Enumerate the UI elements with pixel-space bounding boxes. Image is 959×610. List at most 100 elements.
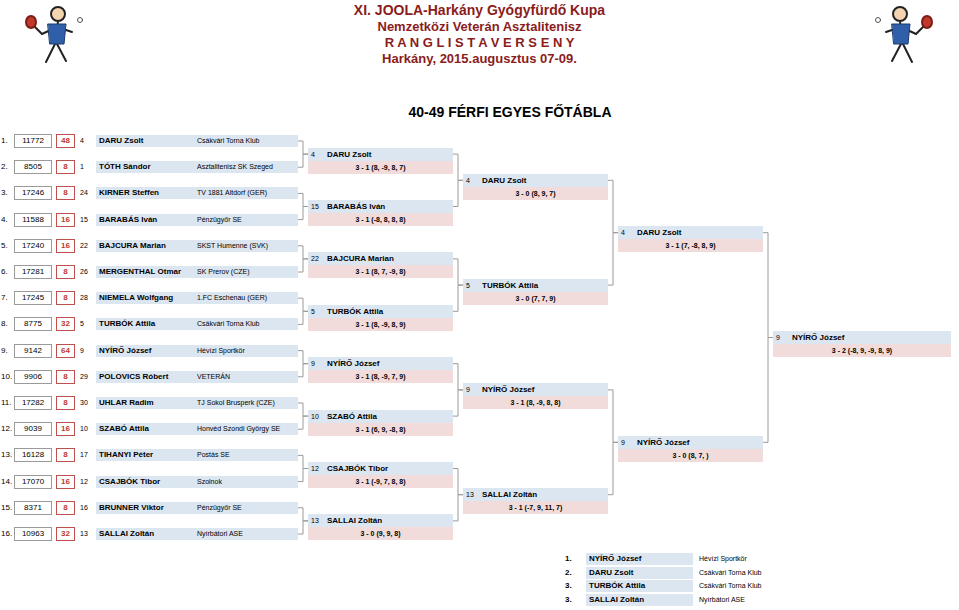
club-name: SK Prerov (CZE) [194, 266, 298, 278]
winner-name: BARABÁS Iván [327, 200, 453, 213]
winner-name: SALLAI Zoltán [327, 514, 453, 527]
club-name: Pénzügyőr SE [194, 214, 298, 226]
rating-cell: 16128 [14, 448, 52, 462]
rating-cell: 17281 [14, 265, 52, 279]
bracket-connector [298, 403, 308, 416]
score-line: 3 - 1 (-7, 9, 11, 7) [463, 501, 608, 514]
player-name: UHLAR Radim [96, 397, 194, 409]
score-line: 3 - 1 (8, -9, 8, 7) [308, 161, 453, 174]
rating-cell: 10963 [14, 527, 52, 541]
club-name: 1.FC Eschenau (GER) [194, 292, 298, 304]
match-score: 3 - 1 (8, 7, -9, 8) [308, 265, 453, 278]
player-row: 16BRUNNER ViktorPénzügyőr SE [80, 502, 298, 514]
position-number: 8. [1, 318, 14, 330]
header-line: Nemzetközi Veterán Asztalitenisz [0, 19, 959, 34]
category-heading: 40-49 FÉRFI EGYES FŐTÁBLA [360, 104, 660, 120]
draw-number: 5 [80, 318, 96, 330]
bracket-connector [298, 298, 308, 311]
rating-cell: 9906 [14, 370, 52, 384]
result-club: Csákvári Torna Klub [696, 580, 799, 592]
winner-name: NYÍRŐ József [327, 357, 453, 370]
club-name: Csákvári Torna Klub [194, 135, 298, 147]
result-name: DARU Zsolt [586, 567, 693, 579]
player-row: 24KIRNER SteffenTV 1881 Altdorf (GER) [80, 187, 298, 199]
result-club: Csákvári Torna Klub [696, 567, 799, 579]
winner-name: NYÍRŐ József [792, 331, 951, 344]
match-winner-box: 4DARU Zsolt3 - 0 (8, 9, 7) [463, 174, 608, 200]
bracket-connector [298, 455, 308, 468]
winner-line: 9NYÍRŐ József [308, 357, 453, 370]
bracket-connector [453, 495, 463, 521]
draw-number: 17 [80, 449, 96, 461]
score-line: 3 - 1 (6, 9, -8, 8) [308, 423, 453, 436]
rating-cell: 8371 [14, 501, 52, 515]
bracket-connector [608, 180, 618, 232]
points-cell: 8 [56, 265, 75, 279]
place-number: 3. [565, 580, 585, 592]
club-name: Asztalitenisz SK Szeged [194, 161, 298, 173]
bracket-connector [453, 154, 463, 180]
result-name: TURBÓK Attila [586, 580, 693, 592]
club-name: Postás SE [194, 449, 298, 461]
position-number: 14. [1, 476, 14, 488]
draw-number: 22 [308, 252, 327, 265]
draw-number: 4 [463, 174, 482, 187]
position-number: 9. [1, 345, 14, 357]
player-row: 13SALLAI ZoltánNyírbátori ASE [80, 528, 298, 540]
rating-cell: 17240 [14, 239, 52, 253]
player-row: 17TIHANYI PéterPostás SE [80, 449, 298, 461]
match-winner-box: 9NYÍRŐ József3 - 0 (8, 7, ) [618, 436, 763, 462]
player-name: NYÍRŐ József [96, 345, 194, 357]
position-number: 5. [1, 240, 14, 252]
rating-cell: 8775 [14, 317, 52, 331]
draw-number: 26 [80, 266, 96, 278]
winner-name: TURBÓK Attila [327, 305, 453, 318]
match-winner-box: 13SALLAI Zoltán3 - 0 (9, 9, 8) [308, 514, 453, 540]
match-winner-box: 9NYÍRŐ József3 - 1 (8, -9, 7, 9) [308, 357, 453, 383]
bracket-connector [298, 416, 308, 429]
winner-name: NYÍRŐ József [482, 383, 608, 396]
result-club: Nyírbátori ASE [696, 594, 799, 606]
club-name: TV 1881 Altdorf (GER) [194, 187, 298, 199]
winner-line: 4DARU Zsolt [618, 226, 763, 239]
match-score: 3 - 1 (6, 9, -8, 8) [308, 423, 453, 436]
points-cell: 8 [56, 186, 75, 200]
winner-line: 10SZABÓ Attila [308, 410, 453, 423]
draw-number: 28 [80, 292, 96, 304]
bracket-connector [298, 469, 308, 482]
bracket-connector [453, 259, 463, 285]
winner-name: DARU Zsolt [482, 174, 608, 187]
score-line: 3 - 0 (8, 9, 7) [463, 187, 608, 200]
points-cell: 8 [56, 501, 75, 515]
rating-cell: 17070 [14, 475, 52, 489]
match-winner-box: 9NYÍRŐ József3 - 1 (8, -9, 8, 8) [463, 383, 608, 409]
player-name: KIRNER Steffen [96, 187, 194, 199]
score-line: 3 - 1 (7, -8, 8, 9) [618, 239, 763, 252]
club-name: Csákvári Torna Klub [194, 318, 298, 330]
match-score: 3 - 0 (8, 9, 7) [463, 187, 608, 200]
rating-cell: 11772 [14, 134, 52, 148]
match-winner-box: 5TURBÓK Attila3 - 0 (7, 7, 9) [463, 279, 608, 305]
rating-cell: 17246 [14, 186, 52, 200]
draw-number: 16 [80, 502, 96, 514]
rating-cell: 17245 [14, 291, 52, 305]
position-number: 10. [1, 371, 14, 383]
player-row: 26MERGENTHAL OtmarSK Prerov (CZE) [80, 266, 298, 278]
rating-cell: 9039 [14, 422, 52, 436]
header-line: Harkány, 2015.augusztus 07-09. [0, 51, 959, 66]
score-line: 3 - 1 (8, -9, 7, 9) [308, 370, 453, 383]
winner-line: 12CSAJBÓK Tibor [308, 462, 453, 475]
club-name: Nyírbátori ASE [194, 528, 298, 540]
draw-number: 10 [308, 410, 327, 423]
points-cell: 32 [56, 527, 75, 541]
points-cell: 48 [56, 134, 75, 148]
match-score: 3 - 1 (8, -9, 7, 9) [308, 370, 453, 383]
draw-number: 5 [463, 279, 482, 292]
draw-number: 1 [80, 161, 96, 173]
header-line: R A N G L I S T A V E R S E N Y [0, 35, 959, 50]
bracket-connector [298, 508, 308, 521]
player-name: CSAJBÓK Tibor [96, 476, 194, 488]
points-cell: 32 [56, 317, 75, 331]
